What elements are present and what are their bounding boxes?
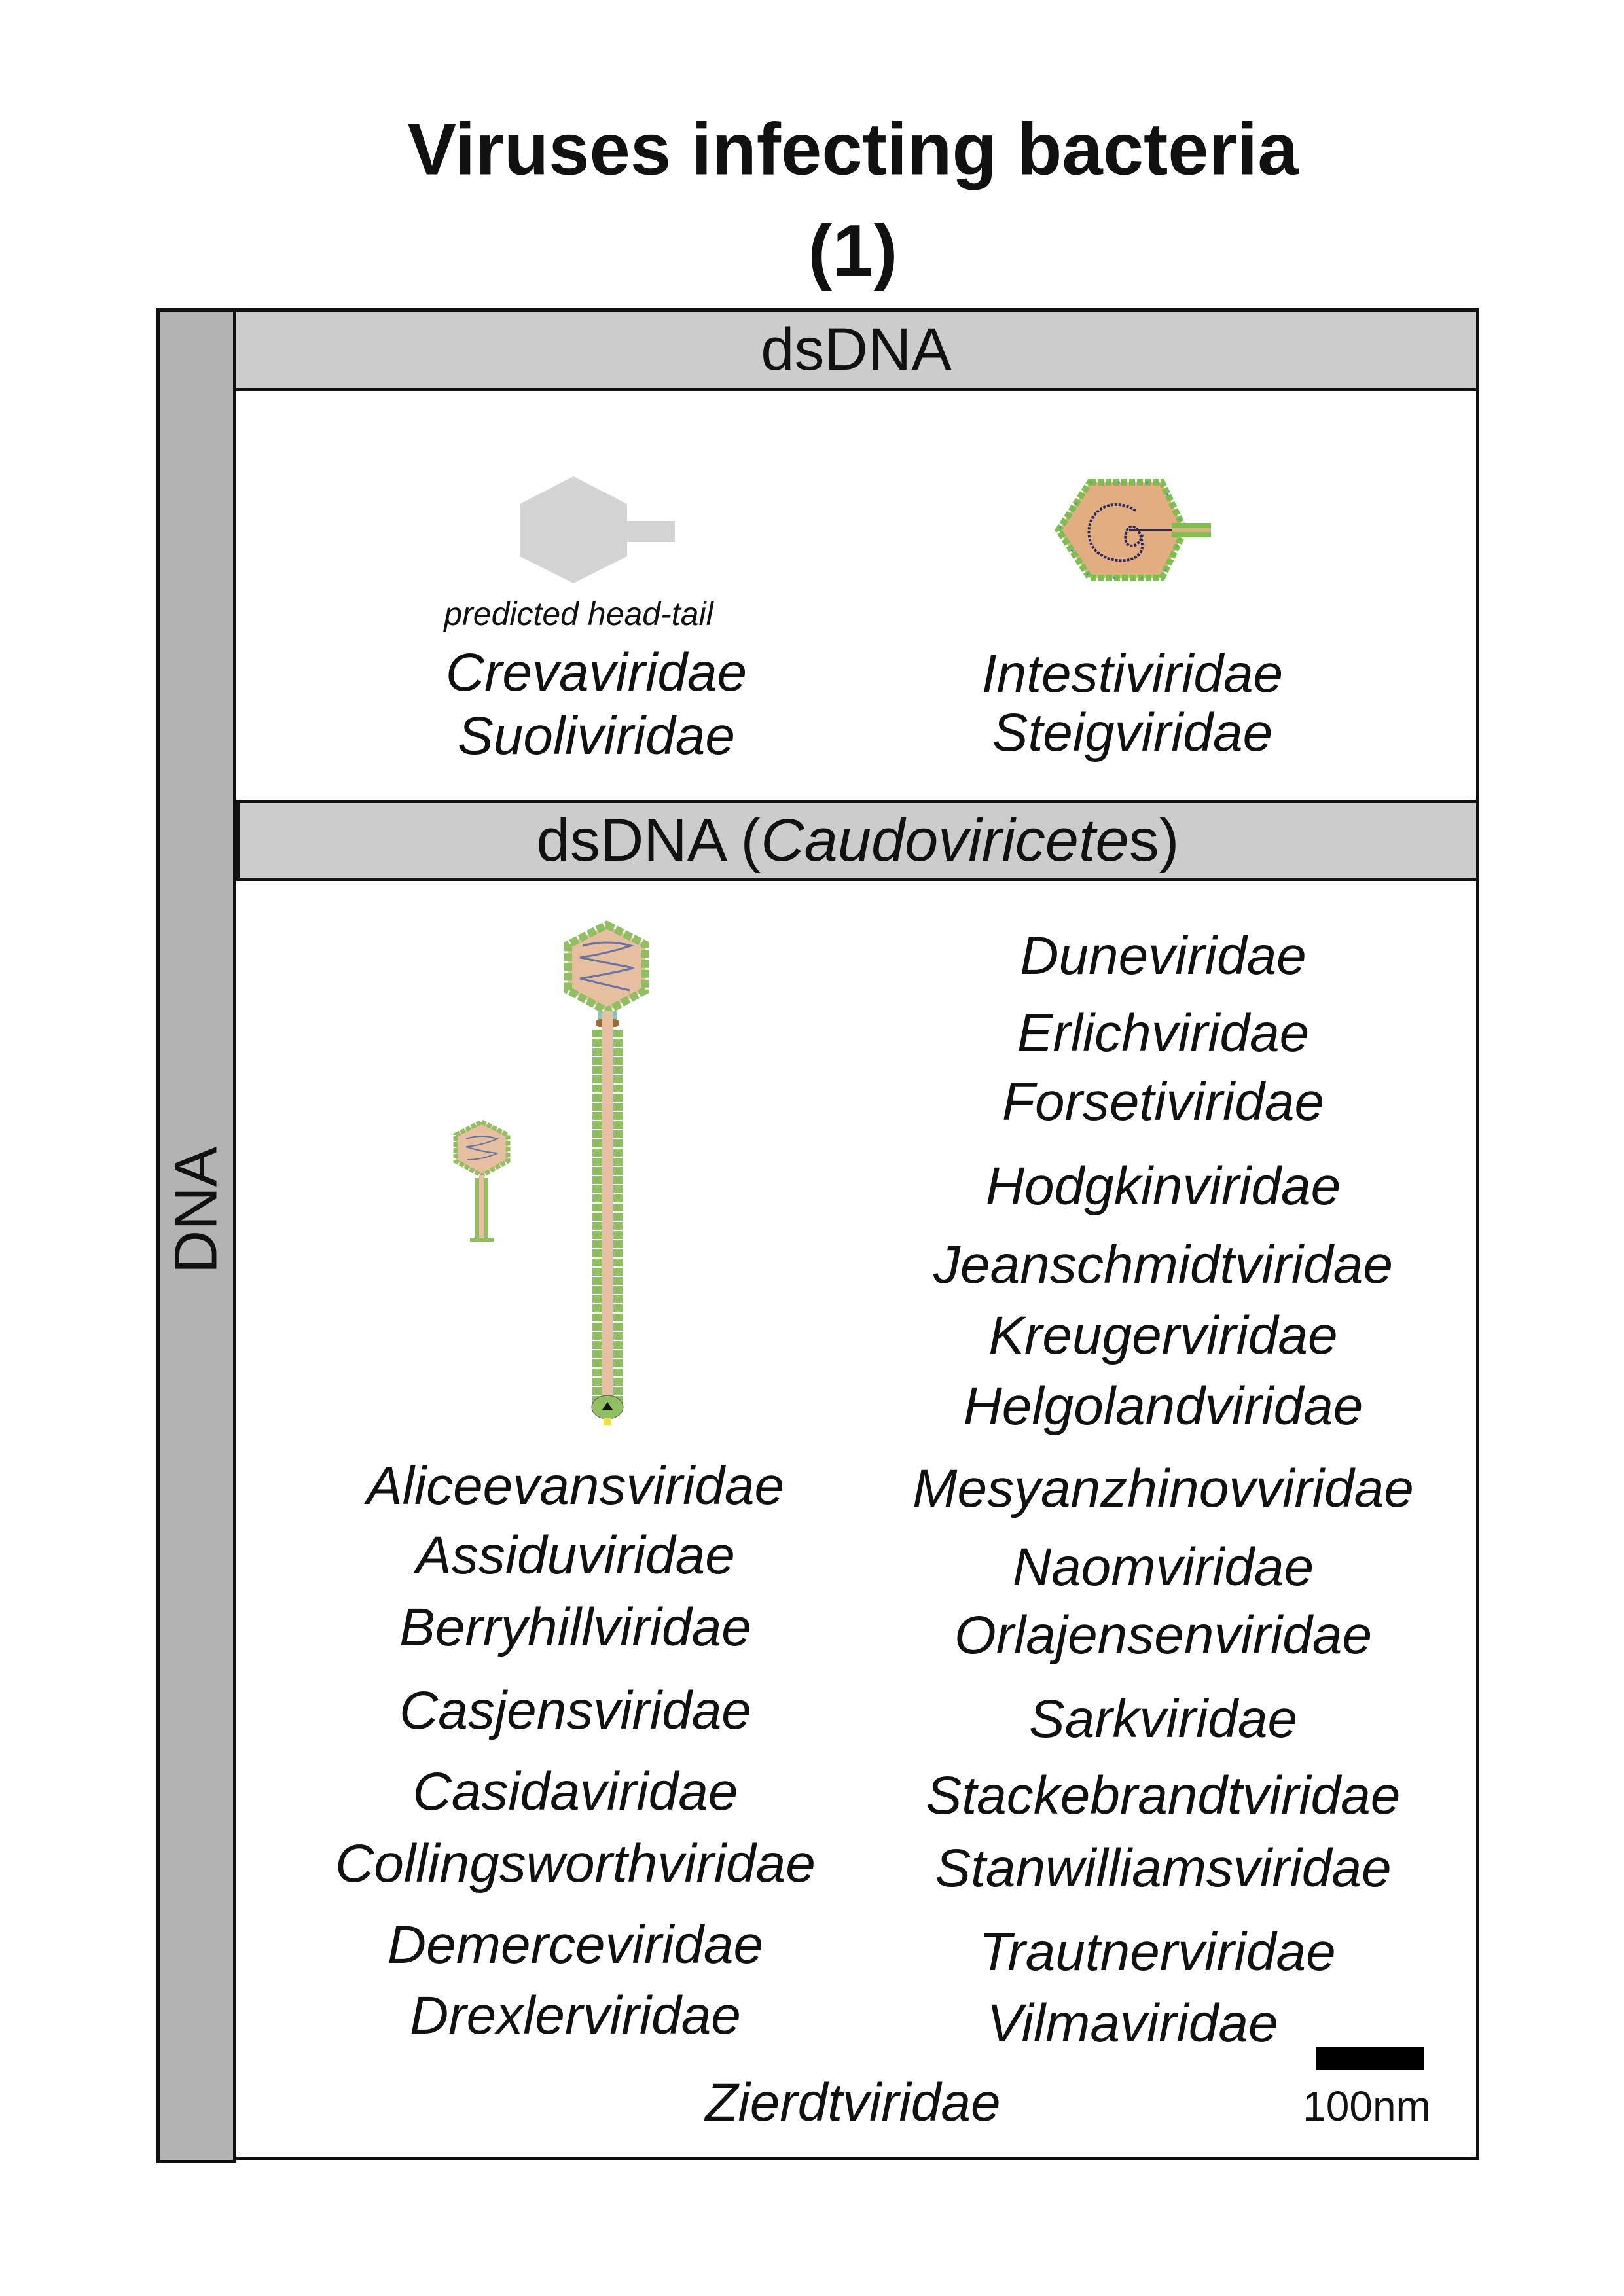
family-name: Helgolandviridae bbox=[963, 1376, 1363, 1436]
scale-bar-label: 100nm bbox=[1303, 2083, 1431, 2130]
family-name: Stackebrandtviridae bbox=[926, 1766, 1401, 1825]
family-name: Jeanschmidtviridae bbox=[933, 1235, 1393, 1295]
family-name: Steigviridae bbox=[992, 703, 1273, 762]
family-name: Kreugerviridae bbox=[988, 1306, 1338, 1365]
family-name: Erlichviridae bbox=[1017, 1003, 1310, 1063]
figure-subtitle: (1) bbox=[808, 209, 898, 292]
family-name: Mesyanzhinovviridae bbox=[912, 1459, 1414, 1518]
family-name: Duneviridae bbox=[1020, 926, 1307, 986]
scale-bar bbox=[1316, 2047, 1424, 2070]
family-name: Trautnerviridae bbox=[979, 1922, 1336, 1982]
family-name: Collingsworthviridae bbox=[335, 1834, 816, 1893]
header-class-name: Caudoviricete bbox=[761, 806, 1129, 874]
dsdna-header: dsDNA bbox=[233, 308, 1479, 391]
family-name: Zierdtviridae bbox=[705, 2073, 1001, 2132]
family-name: Casidaviridae bbox=[412, 1762, 738, 1821]
family-name: Hodgkinviridae bbox=[985, 1157, 1341, 1216]
family-name: Naomviridae bbox=[1012, 1537, 1314, 1597]
dna-sidebar bbox=[156, 308, 236, 2163]
dna-label: DNA bbox=[162, 1146, 230, 1274]
family-name: Crevaviridae bbox=[445, 643, 748, 702]
family-name: Vilmaviridae bbox=[986, 1994, 1278, 2053]
header-suffix: s) bbox=[1128, 806, 1180, 874]
family-name: Assiduviridae bbox=[416, 1526, 735, 1585]
family-name: Casjensviridae bbox=[399, 1681, 751, 1740]
header-prefix: dsDNA ( bbox=[536, 806, 761, 874]
family-name: Intestiviridae bbox=[981, 644, 1284, 704]
family-name: Stanwilliamsviridae bbox=[935, 1839, 1392, 1898]
family-name: Sarkviridae bbox=[1028, 1689, 1298, 1749]
predicted-head-tail-note: predicted head-tail bbox=[444, 596, 713, 632]
family-name: Orlajensenviridae bbox=[954, 1605, 1373, 1665]
family-name: Berryhillviridae bbox=[399, 1598, 751, 1657]
intestiviridae-virion-icon bbox=[1055, 479, 1211, 581]
family-name: Suoliviridae bbox=[458, 706, 735, 766]
family-name: Demerceviridae bbox=[387, 1915, 764, 1975]
short-tail-phage-icon bbox=[453, 1119, 511, 1242]
figure-title: Viruses infecting bacteria bbox=[407, 108, 1299, 190]
predicted-head-tail-icon bbox=[520, 476, 675, 583]
long-tail-phage-icon bbox=[564, 920, 649, 1425]
family-name: Forsetiviridae bbox=[1001, 1072, 1325, 1132]
dsdna-header-label: dsDNA bbox=[761, 316, 952, 383]
family-name: Drexlerviridae bbox=[410, 1986, 741, 2045]
family-name: Aliceevansviridae bbox=[366, 1456, 785, 1516]
